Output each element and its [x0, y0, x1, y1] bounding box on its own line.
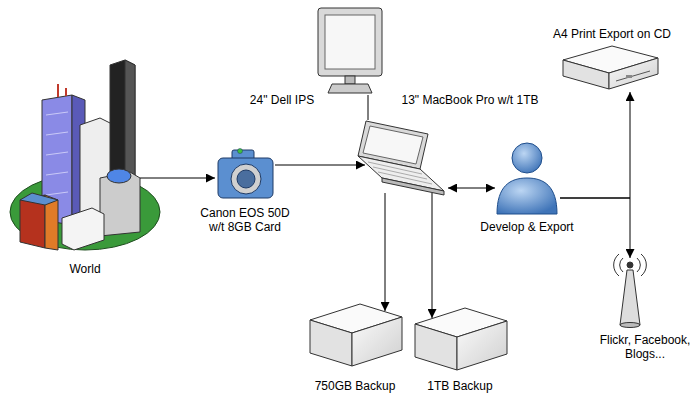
- arrow-connector: [432, 193, 433, 318]
- backup-node: 750GB Backup: [305, 311, 405, 366]
- arrow-connector: [560, 92, 630, 198]
- node-caption: A4 Print Export on CD: [553, 27, 671, 41]
- antenna-node: Flickr, Facebook, Blogs...: [615, 258, 645, 325]
- camera-icon: [218, 149, 273, 199]
- node-caption: 1TB Backup: [427, 379, 492, 393]
- backup-drive-icon: [415, 308, 507, 370]
- node-caption: 750GB Backup: [315, 379, 396, 393]
- world-illustration: [10, 60, 160, 250]
- person-node: Develop & Export: [495, 140, 560, 215]
- arrow-connector: [140, 178, 215, 179]
- backup-drive-icon: [310, 304, 402, 366]
- node-caption: World: [69, 262, 100, 276]
- arrow-connector: [448, 188, 495, 189]
- cd-burner-icon: [563, 46, 658, 89]
- person-icon: [497, 143, 557, 214]
- arrow-connector: [385, 193, 386, 311]
- cd-burner-node: A4 Print Export on CD: [560, 45, 660, 92]
- node-caption: 24" Dell IPS: [250, 93, 314, 107]
- arrow-connector: [275, 165, 365, 166]
- laptop-node: 13" MacBook Pro w/t 1TB: [365, 120, 448, 193]
- antenna-icon: [614, 254, 647, 328]
- node-caption: Develop & Export: [480, 220, 573, 234]
- node-caption: Canon EOS 50D w/t 8GB Card: [197, 206, 293, 234]
- monitor-node: 24" Dell IPS: [315, 5, 385, 95]
- backup-node: 1TB Backup: [410, 318, 510, 370]
- node-caption: 13" MacBook Pro w/t 1TB: [402, 93, 539, 107]
- node-caption: Flickr, Facebook, Blogs...: [595, 333, 695, 361]
- laptop-icon: [358, 121, 444, 195]
- monitor-icon: [318, 8, 382, 93]
- camera-node: Canon EOS 50D w/t 8GB Card: [215, 145, 275, 202]
- arrow-connector: [368, 95, 369, 120]
- world-node: World: [10, 60, 140, 250]
